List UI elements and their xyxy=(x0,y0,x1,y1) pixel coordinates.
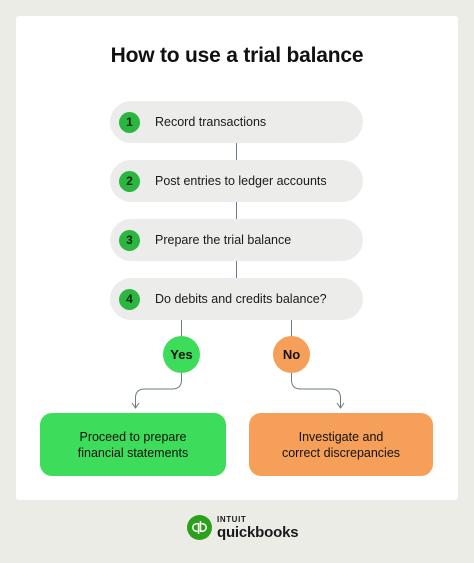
connector-step4-yes xyxy=(181,320,182,336)
logo-quickbooks-text: quickbooks xyxy=(217,523,299,541)
arrow-no-head xyxy=(336,402,345,409)
diagram-title: How to use a trial balance xyxy=(110,44,364,67)
step-1: 1 Record transactions xyxy=(110,101,363,143)
arrow-yes xyxy=(135,373,182,407)
decision-no: No xyxy=(273,336,310,373)
step-3: 3 Prepare the trial balance xyxy=(110,219,363,261)
connector-2-3 xyxy=(236,202,237,219)
step-3-number: 3 xyxy=(119,229,140,251)
quickbooks-logo-icon xyxy=(187,515,212,540)
step-4: 4 Do debits and credits balance? xyxy=(110,278,363,320)
step-3-label: Prepare the trial balance xyxy=(155,233,292,247)
step-2: 2 Post entries to ledger accounts xyxy=(110,160,363,202)
outcome-no: Investigate and correct discrepancies xyxy=(249,413,433,476)
step-2-label: Post entries to ledger accounts xyxy=(155,174,327,188)
arrow-no xyxy=(291,373,341,407)
quickbooks-logo: INTUIT quickbooks xyxy=(187,514,299,541)
step-1-number: 1 xyxy=(119,111,140,133)
decision-yes: Yes xyxy=(163,336,200,373)
connector-3-4 xyxy=(236,261,237,278)
step-4-label: Do debits and credits balance? xyxy=(155,292,327,306)
arrow-yes-head xyxy=(131,402,140,409)
step-1-label: Record transactions xyxy=(155,115,267,129)
step-4-number: 4 xyxy=(119,288,140,310)
outcome-yes: Proceed to prepare financial statements xyxy=(40,413,226,476)
quickbooks-logo-text: INTUIT quickbooks xyxy=(217,514,299,541)
step-2-number: 2 xyxy=(119,170,140,192)
connector-step4-no xyxy=(291,320,292,336)
logo-intuit-text: INTUIT xyxy=(217,514,247,524)
connector-1-2 xyxy=(236,143,237,160)
